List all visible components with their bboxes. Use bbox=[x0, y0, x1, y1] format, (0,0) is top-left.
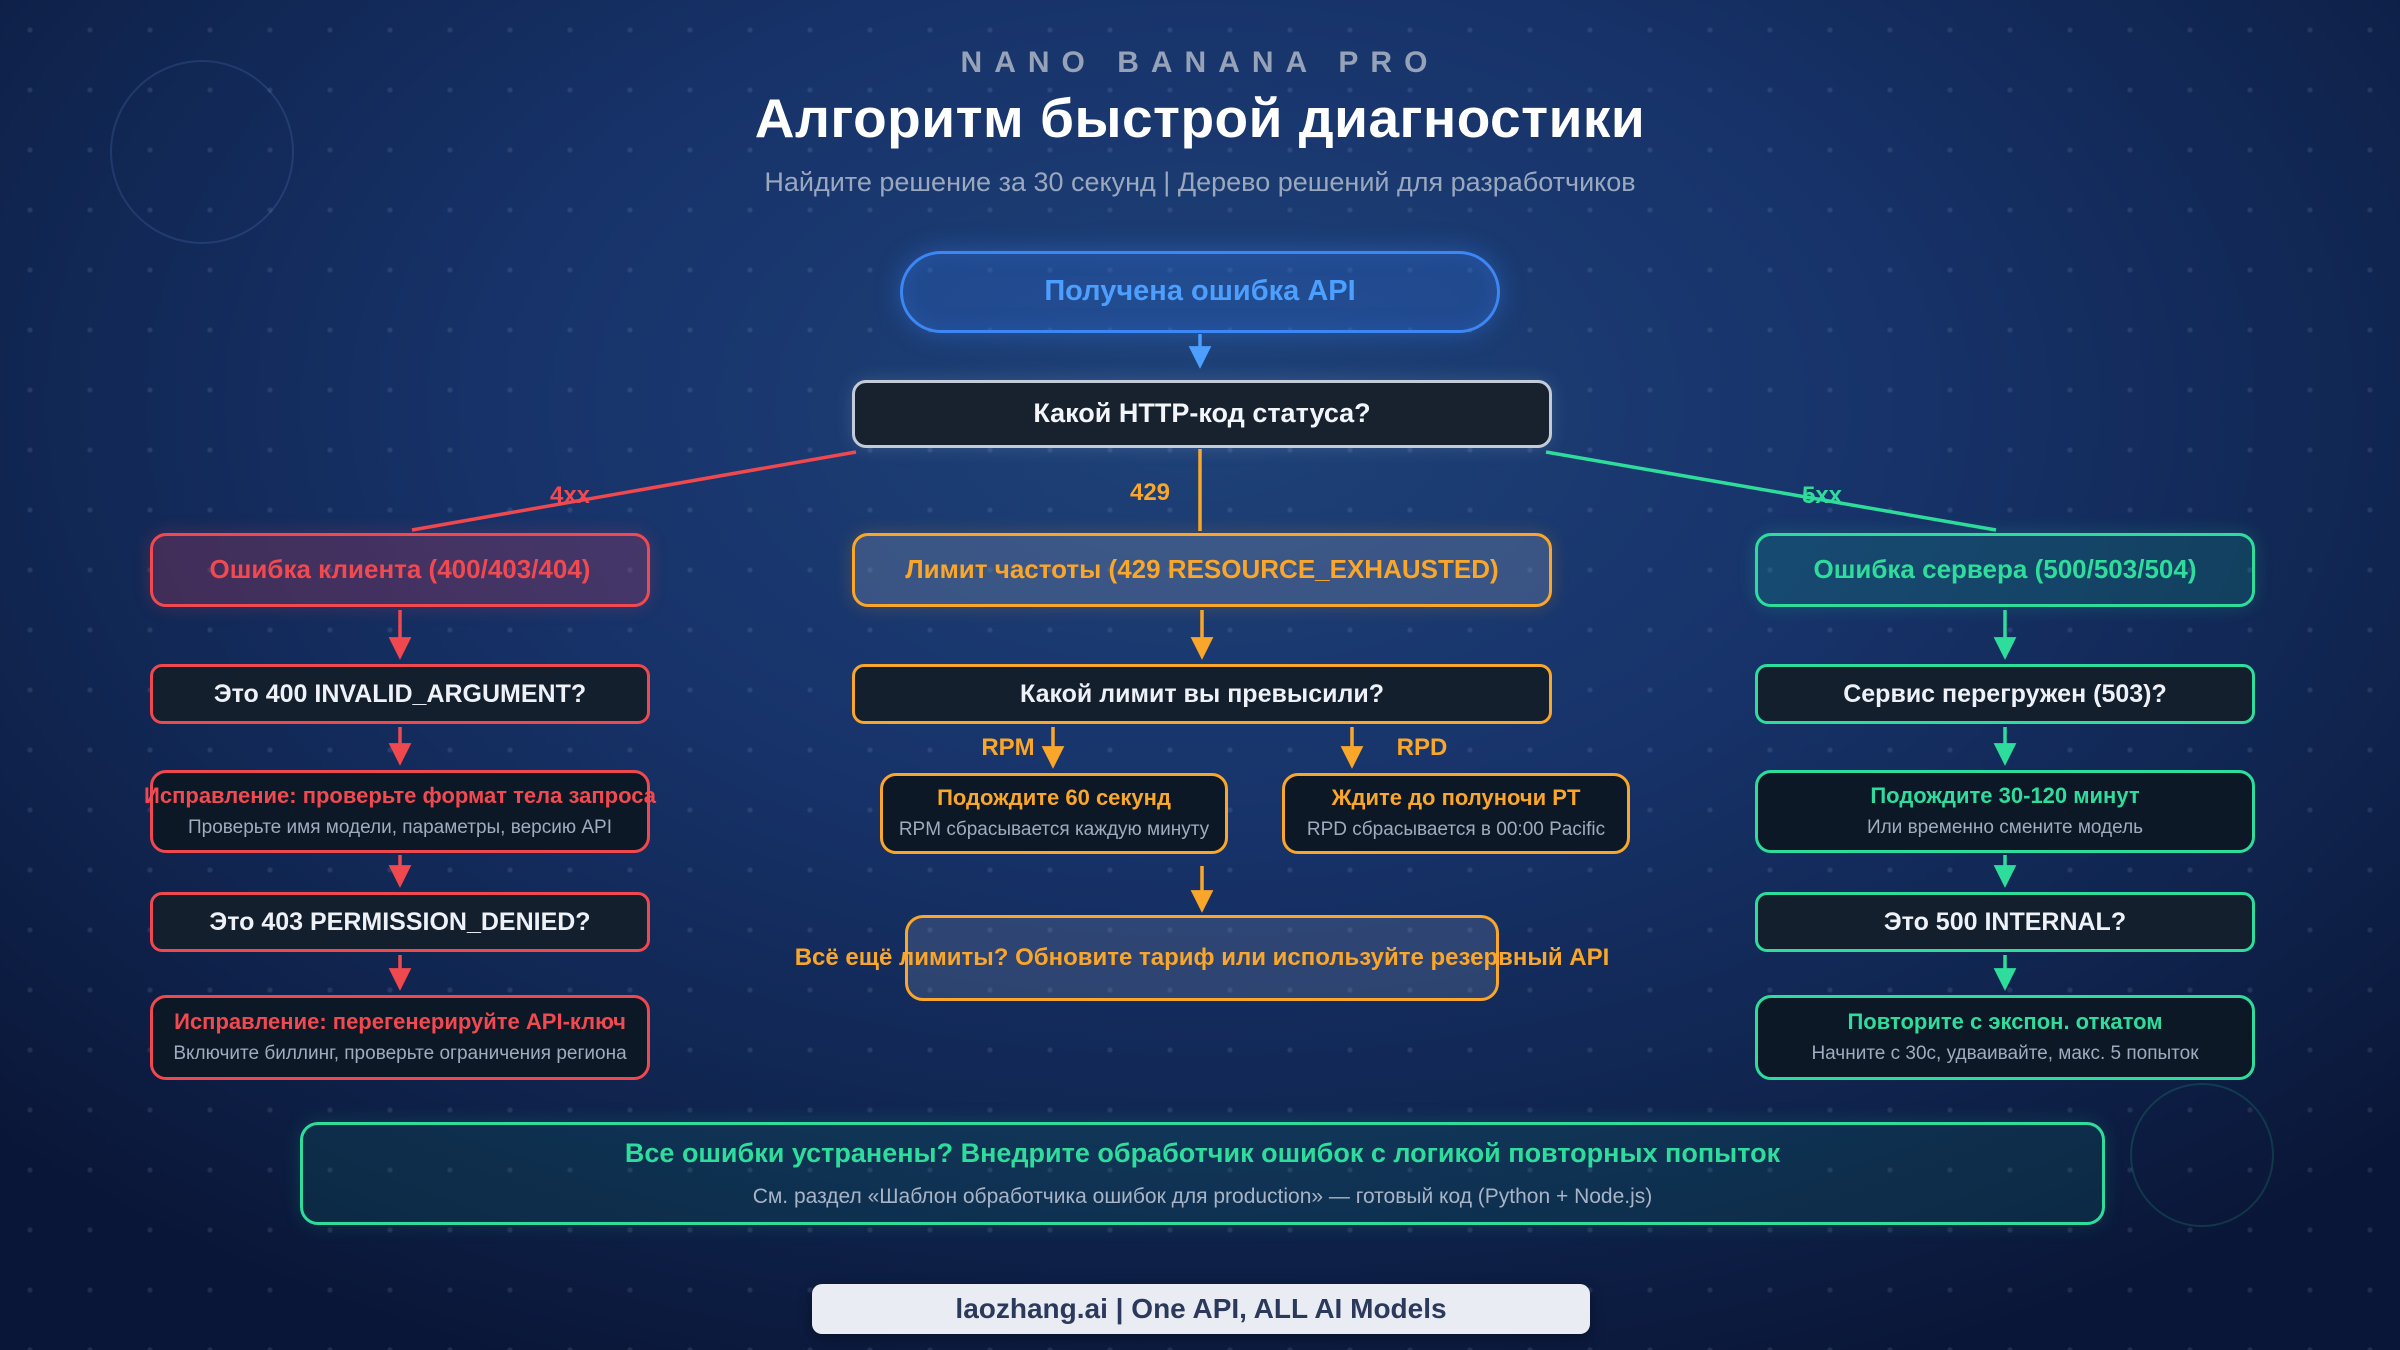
node-http-question-label: Какой HTTP-код статуса? bbox=[1033, 398, 1371, 429]
node-rate-question-label: Какой лимит вы превысили? bbox=[1020, 679, 1384, 708]
page-title: Алгоритм быстрой диагностики bbox=[754, 87, 1646, 149]
node-server-q500-label: Это 500 INTERNAL? bbox=[1883, 907, 2127, 936]
node-client-category-label: Ошибка клиента (400/403/404) bbox=[209, 554, 591, 585]
node-rate-final: Всё ещё лимиты? Обновите тариф или испол… bbox=[795, 915, 1609, 1001]
decorative-circle-bottom-right bbox=[2130, 1083, 2274, 1227]
page-subtitle: Найдите решение за 30 секунд | Дерево ре… bbox=[764, 167, 1636, 197]
node-rate-rpm-action: Подождите 60 секунд RPM сбрасывается каж… bbox=[880, 773, 1228, 854]
summary-subtitle: См. раздел «Шаблон обработчика ошибок дл… bbox=[752, 1185, 1653, 1209]
node-rate-category: Лимит частоты (429 RESOURCE_EXHAUSTED) bbox=[852, 533, 1552, 607]
fix-503-subtitle: Или временно смените модель bbox=[1866, 817, 2144, 839]
fix-500-title: Повторите с экспон. откатом bbox=[1847, 1008, 2163, 1034]
fix-400-subtitle: Проверьте имя модели, параметры, версию … bbox=[187, 817, 613, 839]
node-client-fix-403: Исправление: перегенерируйте API-ключ Вк… bbox=[150, 995, 650, 1080]
fix-503-title: Подождите 30-120 минут bbox=[1870, 782, 2140, 808]
node-client-fix-400: Исправление: проверьте формат тела запро… bbox=[144, 770, 656, 853]
node-server-category-label: Ошибка сервера (500/503/504) bbox=[1813, 554, 2197, 585]
footer-badge-label: laozhang.ai | One API, ALL AI Models bbox=[955, 1292, 1447, 1324]
rpd-action-title: Ждите до полуночи PT bbox=[1331, 784, 1581, 810]
rpm-action-title: Подождите 60 секунд bbox=[937, 784, 1171, 810]
node-client-q403-label: Это 403 PERMISSION_DENIED? bbox=[209, 907, 591, 936]
node-server-q500: Это 500 INTERNAL? bbox=[1755, 892, 2255, 952]
node-rate-question: Какой лимит вы превысили? bbox=[852, 664, 1552, 724]
node-rate-rpd-action: Ждите до полуночи PT RPD сбрасывается в … bbox=[1282, 773, 1630, 854]
summary-title: Все ошибки устранены? Внедрите обработчи… bbox=[624, 1138, 1781, 1169]
node-server-category: Ошибка сервера (500/503/504) bbox=[1755, 533, 2255, 607]
connector-http-server bbox=[1545, 450, 1997, 532]
node-start-label: Получена ошибка API bbox=[1044, 275, 1356, 308]
connector-http-client bbox=[411, 450, 857, 532]
node-client-q403: Это 403 PERMISSION_DENIED? bbox=[150, 892, 650, 952]
branch-label-rpm: RPM bbox=[981, 734, 1035, 761]
footer-badge: laozhang.ai | One API, ALL AI Models bbox=[812, 1284, 1590, 1334]
brand-label: NANO BANANA PRO bbox=[960, 46, 1440, 79]
node-server-fix-503: Подождите 30-120 минут Или временно смен… bbox=[1755, 770, 2255, 853]
node-client-q400-label: Это 400 INVALID_ARGUMENT? bbox=[213, 679, 587, 708]
branch-label-429: 429 bbox=[1129, 479, 1171, 506]
rpd-action-subtitle: RPD сбрасывается в 00:00 Pacific bbox=[1306, 819, 1606, 841]
fix-403-subtitle: Включите биллинг, проверьте ограничения … bbox=[173, 1043, 627, 1065]
node-server-fix-500: Повторите с экспон. откатом Начните с 30… bbox=[1755, 995, 2255, 1080]
rpm-action-subtitle: RPM сбрасывается каждую минуту bbox=[898, 819, 1210, 841]
node-start: Получена ошибка API bbox=[900, 251, 1500, 333]
fix-403-title: Исправление: перегенерируйте API-ключ bbox=[174, 1008, 626, 1034]
fix-400-title: Исправление: проверьте формат тела запро… bbox=[144, 782, 656, 808]
node-rate-final-label: Всё ещё лимиты? Обновите тариф или испол… bbox=[794, 944, 1610, 972]
branch-label-4xx: 4xx bbox=[549, 482, 591, 509]
node-server-q503-label: Сервис перегружен (503)? bbox=[1843, 679, 2167, 708]
branch-label-5xx: 5xx bbox=[1801, 482, 1843, 509]
node-client-category: Ошибка клиента (400/403/404) bbox=[150, 533, 650, 607]
branch-label-rpd: RPD bbox=[1396, 734, 1448, 761]
node-client-q400: Это 400 INVALID_ARGUMENT? bbox=[150, 664, 650, 724]
node-summary: Все ошибки устранены? Внедрите обработчи… bbox=[300, 1122, 2105, 1225]
node-http-question: Какой HTTP-код статуса? bbox=[852, 380, 1552, 448]
node-rate-category-label: Лимит частоты (429 RESOURCE_EXHAUSTED) bbox=[905, 554, 1499, 585]
fix-500-subtitle: Начните с 30с, удваивайте, макс. 5 попыт… bbox=[1811, 1043, 2199, 1065]
node-server-q503: Сервис перегружен (503)? bbox=[1755, 664, 2255, 724]
